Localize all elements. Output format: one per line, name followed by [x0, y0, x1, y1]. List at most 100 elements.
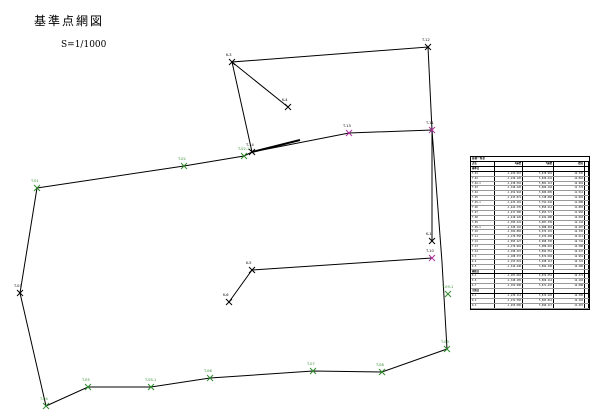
table-cell — [585, 245, 589, 250]
station-marker — [42, 402, 50, 410]
table-cell: -1,153.019 — [495, 259, 523, 264]
station-label: K-6 — [223, 293, 229, 297]
table-cell: -1,433.874 — [495, 196, 523, 201]
table-cell: 6,072.115 — [523, 230, 554, 235]
table-header-cell: 標高 — [554, 162, 585, 166]
traverse-inner-line — [228, 257, 433, 303]
table-cell: -1,340.116 — [495, 225, 523, 230]
table-cell: -1,424.335 — [495, 206, 523, 210]
station-marker — [228, 58, 236, 66]
table-cell: 5,881.113 — [523, 181, 554, 186]
table-cell: -1,179.902 — [495, 245, 523, 250]
station-label: T-11 — [425, 121, 434, 125]
thick-segment — [251, 139, 301, 153]
table-cell — [585, 186, 589, 191]
table-cell: 5,791.442 — [523, 201, 554, 206]
table-cell: -1,108.337 — [495, 254, 523, 259]
table-cell: 5,686.005 — [523, 191, 554, 196]
station-label: T-01 — [30, 179, 39, 183]
table-cell — [585, 264, 589, 269]
table-cell: -1,433.101 — [495, 201, 523, 206]
table-cell — [585, 279, 589, 284]
station-label: T-06 — [203, 369, 212, 373]
table-cell: -1,455.006 — [495, 303, 523, 308]
table-cell — [585, 284, 589, 289]
table-cell: 12.901 — [554, 254, 585, 259]
table-cell — [585, 274, 589, 279]
table-cell — [585, 240, 589, 245]
table-cell: 12.102 — [554, 279, 585, 284]
station-marker — [84, 383, 92, 391]
table-cell: 11.688 — [554, 201, 585, 206]
table-cell: 12.207 — [554, 225, 585, 230]
branch-line-k3-k4 — [231, 61, 289, 108]
table-cell: 5,989.016 — [523, 245, 554, 250]
table-cell: 12.580 — [554, 245, 585, 250]
station-marker — [443, 345, 451, 353]
table-cell: T-02 — [471, 176, 495, 181]
table-cell — [585, 303, 589, 308]
table-cell: -1,348.205 — [495, 279, 523, 284]
table-cell — [585, 181, 589, 186]
table-cell: 12.810 — [554, 176, 585, 181]
table-cell — [585, 220, 589, 225]
table-cell: 6,022.480 — [523, 215, 554, 220]
table-cell: 12.611 — [554, 235, 585, 240]
table-cell: 5,892.330 — [523, 264, 554, 269]
table-cell: T-10 — [471, 230, 495, 235]
traverse-outer-line — [19, 129, 448, 407]
table-cell — [585, 259, 589, 264]
table-cell: 12.722 — [554, 259, 585, 264]
table-cell — [585, 215, 589, 220]
table-cell: 11.803 — [554, 206, 585, 210]
table-cell: T-03 — [471, 186, 495, 191]
station-label: K-4 — [282, 98, 288, 102]
table-cell: -1,234.567 — [495, 171, 523, 176]
table-cell: -1,417.506 — [495, 210, 523, 215]
table-header-cell: Y座標 — [523, 162, 554, 166]
table-cell: K-7 — [471, 284, 495, 289]
table-cell: -1,316.440 — [495, 264, 523, 269]
table-cell — [585, 196, 589, 201]
station-label: T-03 — [13, 284, 22, 288]
table-cell: -1,230.114 — [495, 294, 523, 298]
station-label: T-10 — [425, 249, 434, 253]
station-marker — [309, 367, 317, 375]
station-label: T-04 — [39, 397, 48, 401]
table-cell: R-3 — [471, 303, 495, 308]
table-cell: 6,088.402 — [523, 225, 554, 230]
table-title: 座標一覧表 — [471, 157, 589, 162]
station-marker — [33, 184, 41, 192]
station-marker — [378, 368, 386, 376]
station-marker — [180, 162, 188, 170]
table-cell: T-08 — [471, 215, 495, 220]
table-cell — [585, 250, 589, 254]
station-label: T-07 — [306, 362, 315, 366]
table-cell — [585, 225, 589, 230]
table-cell: -1,238.502 — [495, 181, 523, 186]
table-cell: R-1 — [471, 294, 495, 298]
station-label: T-14 — [245, 143, 254, 147]
table-cell: -1,352.990 — [495, 284, 523, 289]
table-cell: 6,087.339 — [523, 220, 554, 225]
table-cell: 5,871.447 — [523, 284, 554, 289]
station-label: T-05 — [81, 378, 90, 382]
table-cell: 12.144 — [554, 220, 585, 225]
station-marker — [444, 290, 452, 298]
table-cell: 5,869.114 — [523, 279, 554, 284]
table-cell — [585, 201, 589, 206]
station-label: T-02-1 — [237, 147, 249, 151]
table-cell — [585, 235, 589, 240]
table-cell: -1,093.227 — [495, 240, 523, 245]
table-cell: 5,678.901 — [523, 171, 554, 176]
table-cell: T-09 — [471, 220, 495, 225]
